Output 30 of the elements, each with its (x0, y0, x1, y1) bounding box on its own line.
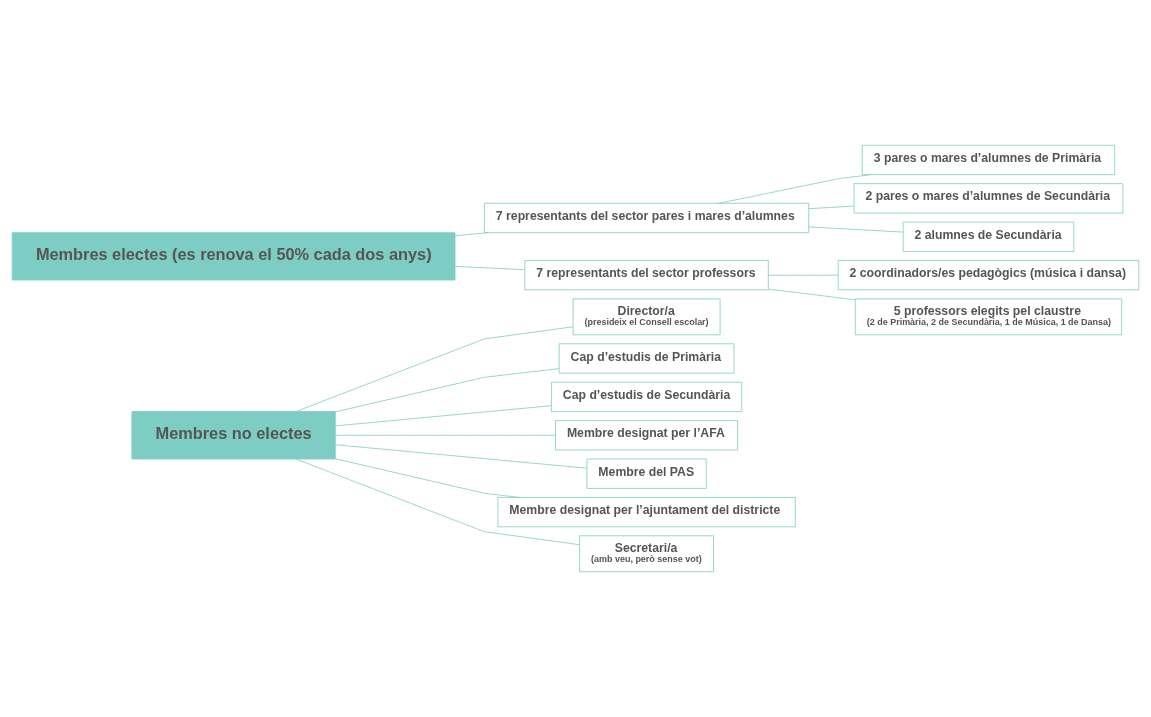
connector (808, 205, 855, 210)
connector (334, 368, 560, 413)
node-box: 5 professors elegits pel claustre (2 de Primària, 2 de Secundària, 1 de Música, 1 de Dansa) (854, 298, 1123, 336)
connector (808, 226, 904, 233)
node-box: Cap d’estudis de Secundària (551, 381, 743, 412)
connector (335, 405, 552, 427)
connector (454, 266, 526, 271)
node-box: 2 pares o mares d’alumnes de Secundària (853, 183, 1124, 214)
connector (334, 458, 520, 498)
connector (295, 458, 580, 546)
node-box: 2 coordinadors/es pedagògics (música i dansa) (837, 260, 1140, 291)
node-box: 7 representants del sector professors (524, 260, 769, 291)
node-box: 7 representants del sector pares i mares d’alumnes (484, 202, 810, 234)
connector (768, 288, 856, 301)
node-box: Membre designat per l’AFA (555, 420, 739, 451)
node-box: 2 alumnes de Secundària (902, 221, 1075, 252)
node-box: Director/a (presideix el Consell escolar) (572, 298, 721, 336)
node-box: Membre designat per l’ajuntament del districte (497, 496, 796, 528)
connector (718, 174, 871, 204)
connector (295, 326, 574, 412)
connector (335, 444, 588, 469)
connector (767, 274, 839, 276)
connector (454, 232, 489, 237)
connector (335, 434, 556, 436)
node-box: 3 pares o mares d’alumnes de Primària (861, 144, 1116, 176)
node-box: Cap d’estudis de Primària (558, 343, 735, 374)
node-box: Membres no electes (131, 411, 336, 460)
node-box: Membre del PAS (586, 458, 707, 489)
node-box: Secretari/a (amb veu, però sense vot) (579, 535, 714, 573)
node-box: Membres electes (es renova el 50% cada dos anys) (11, 232, 456, 281)
